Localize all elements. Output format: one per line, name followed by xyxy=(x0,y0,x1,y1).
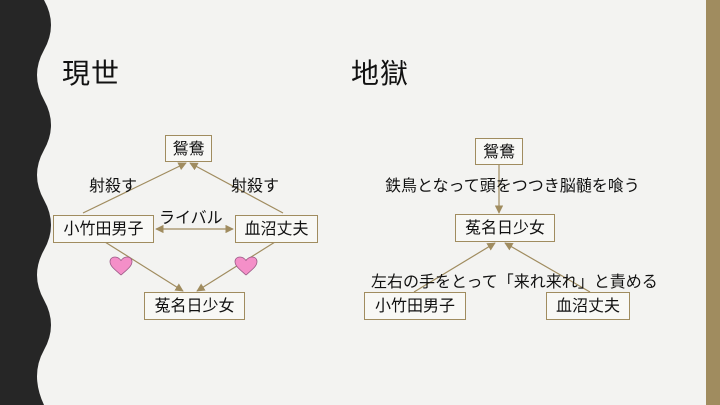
node-unai-hell: 菟名日少女 xyxy=(455,214,555,242)
label-rival: ライバル xyxy=(159,208,223,227)
node-otoko-hell: 小竹田男子 xyxy=(364,292,466,320)
node-chinu: 血沼丈夫 xyxy=(235,215,318,243)
heart-icon xyxy=(234,256,258,276)
right-accent-bar xyxy=(706,0,720,405)
node-oshidori: 鴛鴦 xyxy=(165,135,212,162)
node-chinu-hell: 血沼丈夫 xyxy=(546,292,630,320)
node-oshidori-hell: 鴛鴦 xyxy=(475,138,523,165)
title-jigoku: 地獄 xyxy=(351,57,410,90)
heart-icon xyxy=(109,256,133,276)
left-decorative-band xyxy=(0,0,51,405)
label-call: 左右の手をとって「来れ来れ」と責める xyxy=(371,272,658,291)
label-shoot-left: 射殺す xyxy=(89,176,138,195)
label-shoot-right: 射殺す xyxy=(231,176,280,195)
node-otoko: 小竹田男子 xyxy=(53,215,154,243)
title-genze: 現世 xyxy=(62,57,121,90)
label-bird-attack: 鉄鳥となって頭をつつき脳髄を喰う xyxy=(385,176,640,195)
node-unai: 菟名日少女 xyxy=(144,292,245,320)
